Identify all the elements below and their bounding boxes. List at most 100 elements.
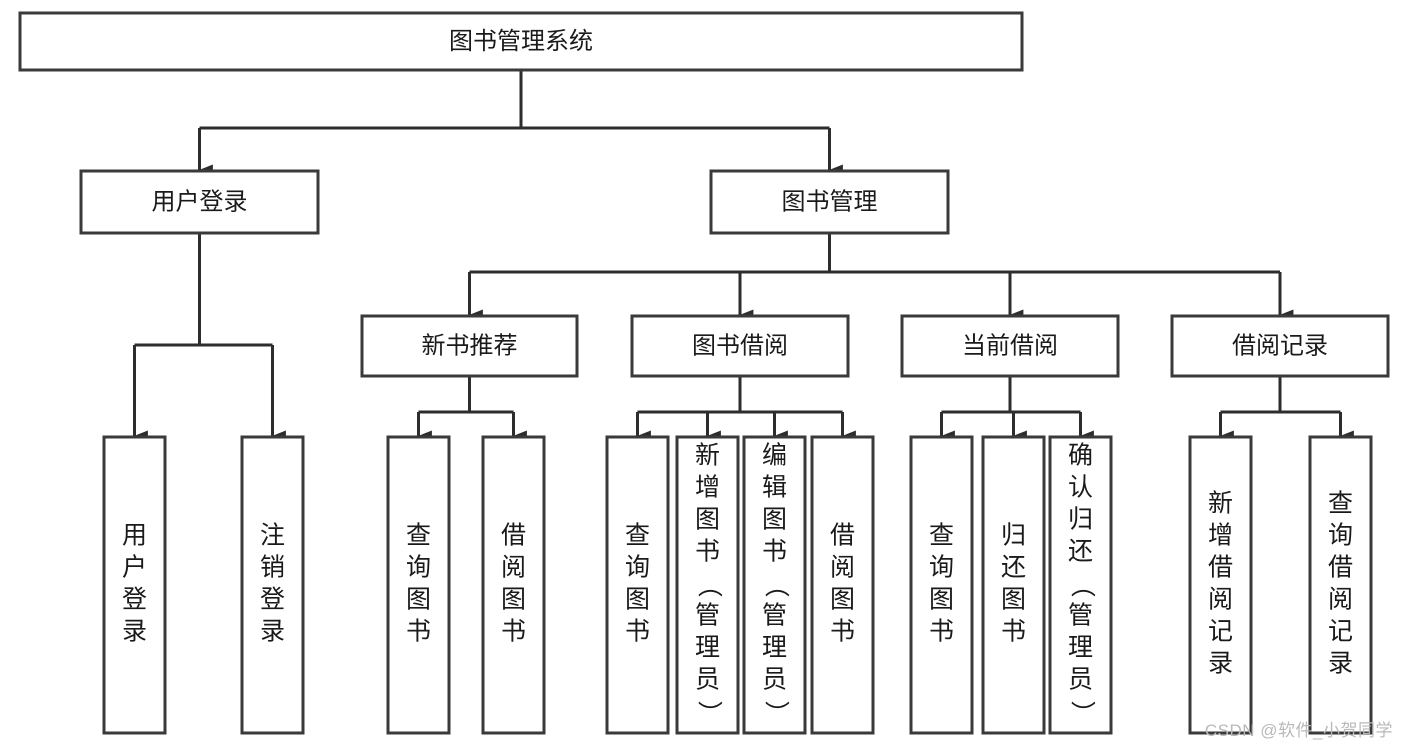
node-label-char: ） — [762, 700, 790, 725]
node-rect — [481, 435, 546, 735]
node-leaf-0[interactable]: 用户登录 — [102, 435, 167, 735]
node-label-char: 图 — [406, 586, 431, 614]
node-label-char: 书 — [501, 618, 526, 646]
node-label-char: 新 — [695, 442, 720, 470]
node-label-char: ） — [1068, 700, 1096, 725]
node-label-char: 增 — [695, 474, 720, 502]
node-label-char: 员 — [695, 666, 720, 694]
node-label-char: 录 — [1328, 650, 1353, 678]
node-rect — [909, 435, 974, 735]
node-label-char: 图 — [929, 586, 954, 614]
node-rect — [1308, 435, 1373, 735]
node-label-char: 询 — [1328, 522, 1353, 550]
node-rect — [709, 169, 950, 235]
node-label-char: 编 — [762, 442, 787, 470]
node-label-char: 归 — [1068, 506, 1093, 534]
node-l3-新书推荐[interactable]: 新书推荐 — [360, 314, 579, 378]
node-label: 图书管理系统 — [449, 28, 593, 55]
node-label-char: 查 — [1328, 490, 1353, 518]
node-label-char: 书 — [929, 618, 954, 646]
node-label-char: 还 — [1001, 554, 1026, 582]
node-label-char: 录 — [1208, 650, 1233, 678]
node-label-char: 阅 — [1328, 586, 1353, 614]
node-rect — [605, 435, 670, 735]
node-rect — [240, 435, 305, 735]
node-label-char: 询 — [406, 554, 431, 582]
node-rect — [675, 435, 740, 735]
node-rect — [810, 435, 875, 735]
node-label-char: 借 — [501, 522, 526, 550]
node-label-char: 图 — [1001, 586, 1026, 614]
node-label-char: 书 — [406, 618, 431, 646]
node-label-char: 登 — [122, 586, 147, 614]
node-label: 借阅记录 — [1232, 332, 1328, 359]
node-label-char: 管 — [695, 602, 720, 630]
node-label: 新书推荐 — [422, 332, 518, 359]
node-label-char: （ — [695, 572, 723, 597]
node-rect — [981, 435, 1046, 735]
node-label-char: 图 — [625, 586, 650, 614]
node-label-char: 录 — [122, 618, 147, 646]
node-label-char: ） — [695, 700, 723, 725]
node-label-char: 还 — [1068, 538, 1093, 566]
node-label: 图书管理 — [782, 188, 878, 215]
node-label-char: 书 — [695, 538, 720, 566]
node-label-char: 管 — [1068, 602, 1093, 630]
node-l2-图书管理[interactable]: 图书管理 — [709, 169, 950, 235]
node-label-char: 销 — [260, 554, 285, 582]
node-rect — [79, 169, 320, 235]
node-root-图书管理系统[interactable]: 图书管理系统 — [18, 11, 1024, 72]
node-label-char: 员 — [762, 666, 787, 694]
node-label-char: 询 — [625, 554, 650, 582]
node-label: 用户登录 — [152, 188, 248, 215]
node-label-char: 注 — [260, 522, 285, 550]
node-label-char: 户 — [122, 554, 147, 582]
node-rect — [900, 314, 1120, 378]
node-label-char: 查 — [406, 522, 431, 550]
node-label-char: （ — [762, 572, 790, 597]
node-label-char: 记 — [1328, 618, 1353, 646]
node-label-char: 认 — [1068, 474, 1093, 502]
node-l3-当前借阅[interactable]: 当前借阅 — [900, 314, 1120, 378]
node-layer: 图书管理系统用户登录图书管理新书推荐图书借阅当前借阅借阅记录用户登录注销登录查询… — [18, 11, 1390, 735]
node-label-char: 增 — [1208, 522, 1233, 550]
node-rect — [18, 11, 1024, 72]
node-label-char: 询 — [929, 554, 954, 582]
node-label-char: 管 — [762, 602, 787, 630]
node-l3-图书借阅[interactable]: 图书借阅 — [630, 314, 850, 378]
node-rect — [102, 435, 167, 735]
node-rect — [386, 435, 451, 735]
node-label: 图书借阅 — [692, 332, 788, 359]
node-label-char: 图 — [762, 506, 787, 534]
node-l2-用户登录[interactable]: 用户登录 — [79, 169, 320, 235]
node-label-char: 书 — [1001, 618, 1026, 646]
node-label-char: 阅 — [501, 554, 526, 582]
node-rect — [1048, 435, 1113, 735]
node-l3-借阅记录[interactable]: 借阅记录 — [1170, 314, 1390, 378]
node-label-char: 阅 — [830, 554, 855, 582]
node-label-char: 确 — [1068, 442, 1093, 470]
node-label-char: 辑 — [762, 474, 787, 502]
node-label-char: 理 — [1068, 634, 1093, 662]
node-rect — [1170, 314, 1390, 378]
node-rect — [1188, 435, 1253, 735]
node-label-char: 阅 — [1208, 586, 1233, 614]
node-rect — [742, 435, 807, 735]
node-label-char: 书 — [625, 618, 650, 646]
node-label-char: （ — [1068, 572, 1096, 597]
node-label-char: 书 — [762, 538, 787, 566]
